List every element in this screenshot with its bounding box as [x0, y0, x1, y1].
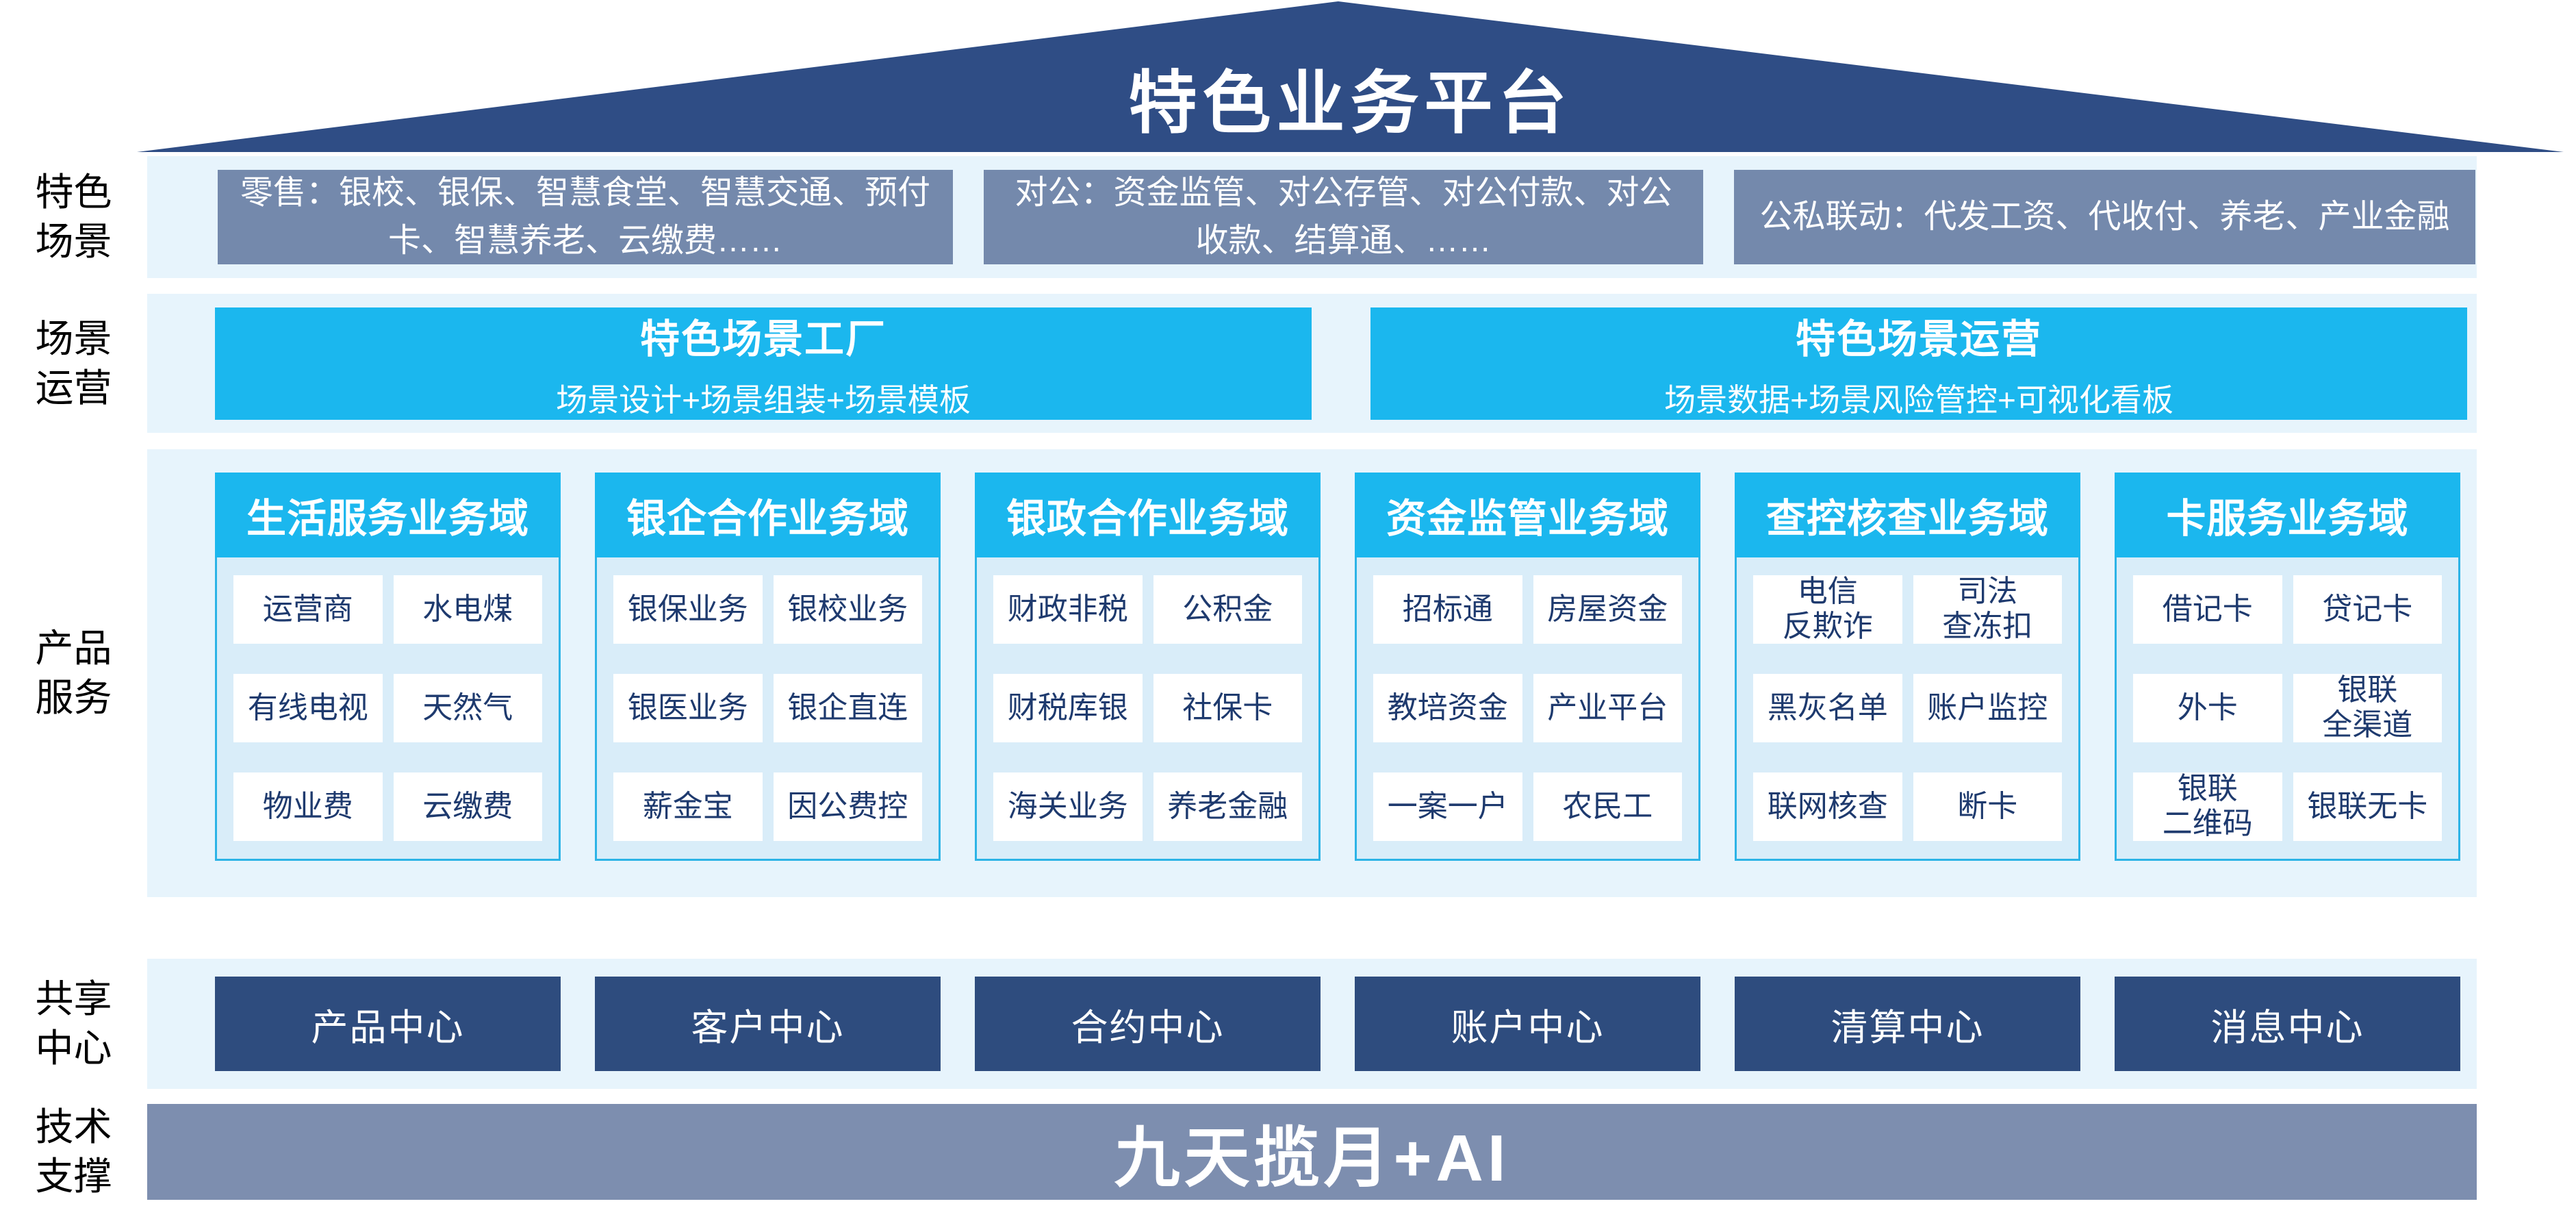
product-item: 云缴费: [393, 772, 542, 841]
roof-banner: 特色业务平台: [137, 1, 2564, 152]
center-box-message: 消息中心: [2115, 977, 2460, 1071]
product-item: 海关业务: [993, 772, 1143, 841]
product-item: 运营商: [233, 575, 383, 644]
product-item: 银企直连: [773, 674, 922, 742]
product-item: 电信 反欺诈: [1753, 575, 1902, 644]
operation-strip: 特色场景工厂 场景设计+场景组装+场景模板 特色场景运营 场景数据+场景风险管控…: [147, 294, 2477, 433]
domain-header: 卡服务业务域: [2115, 473, 2460, 557]
product-item: 联网核查: [1753, 772, 1902, 841]
domain-column-bank-government: 银政合作业务域 财政非税 公积金 财税库银 社保卡 海关业务 养老金融: [975, 473, 1321, 861]
tech-support-bar: 九天揽月+AI: [147, 1104, 2477, 1200]
scene-factory-subtitle: 场景设计+场景组装+场景模板: [556, 381, 971, 418]
shared-centers-strip: 产品中心 客户中心 合约中心 账户中心 清算中心 消息中心: [147, 959, 2477, 1089]
product-item: 断卡: [1913, 772, 2062, 841]
domain-header: 银政合作业务域: [975, 473, 1321, 557]
scene-factory-title: 特色场景工厂: [639, 316, 887, 362]
product-item: 薪金宝: [613, 772, 763, 841]
domain-body: 银保业务 银校业务 银医业务 银企直连 薪金宝 因公费控: [595, 557, 941, 861]
product-item: 银校业务: [773, 575, 922, 644]
product-item: 银保业务: [613, 575, 763, 644]
center-box-clearing: 清算中心: [1735, 977, 2080, 1071]
domain-header: 资金监管业务域: [1355, 473, 1700, 557]
product-item: 因公费控: [773, 772, 922, 841]
product-item: 财政非税: [993, 575, 1143, 644]
product-item: 一案一户: [1373, 772, 1522, 841]
rail-label-operation: 场景 运营: [35, 316, 112, 410]
product-item: 司法 查冻扣: [1913, 575, 2062, 644]
domain-column-fund-supervision: 资金监管业务域 招标通 房屋资金 教培资金 产业平台 一案一户 农民工: [1355, 473, 1700, 861]
scene-box-retail: 零售：银校、银保、智慧食堂、智慧交通、预付卡、智慧养老、云缴费……: [218, 170, 953, 264]
product-item: 产业平台: [1533, 674, 1682, 742]
product-item: 银医业务: [613, 674, 763, 742]
scene-operation-box: 特色场景运营 场景数据+场景风险管控+可视化看板: [1370, 307, 2467, 420]
domain-column-inquiry-control: 查控核查业务域 电信 反欺诈 司法 查冻扣 黑灰名单 账户监控 联网核查 断卡: [1735, 473, 2080, 861]
domain-body: 招标通 房屋资金 教培资金 产业平台 一案一户 农民工: [1355, 557, 1700, 861]
product-item: 账户监控: [1913, 674, 2062, 742]
product-item: 水电煤: [393, 575, 542, 644]
rail-label-shared: 共享 中心: [35, 977, 112, 1070]
product-item: 贷记卡: [2293, 575, 2442, 644]
domain-body: 财政非税 公积金 财税库银 社保卡 海关业务 养老金融: [975, 557, 1321, 861]
product-item: 养老金融: [1153, 772, 1302, 841]
product-item: 农民工: [1533, 772, 1682, 841]
rail-label-products: 产品 服务: [35, 627, 112, 719]
scene-box-corporate: 对公：资金监管、对公存管、对公付款、对公收款、结算通、……: [984, 170, 1703, 264]
domain-header: 生活服务业务域: [215, 473, 561, 557]
domain-column-card-service: 卡服务业务域 借记卡 贷记卡 外卡 银联 全渠道 银联 二维码 银联无卡: [2115, 473, 2460, 861]
product-item: 物业费: [233, 772, 383, 841]
scene-operation-title: 特色场景运营: [1795, 316, 2042, 362]
product-item: 财税库银: [993, 674, 1143, 742]
product-item: 外卡: [2133, 674, 2282, 742]
center-box-product: 产品中心: [215, 977, 561, 1071]
product-item: 黑灰名单: [1753, 674, 1902, 742]
product-item: 天然气: [393, 674, 542, 742]
domain-column-bank-enterprise: 银企合作业务域 银保业务 银校业务 银医业务 银企直连 薪金宝 因公费控: [595, 473, 941, 861]
product-item: 公积金: [1153, 575, 1302, 644]
platform-title: 特色业务平台: [1128, 64, 1572, 142]
product-item: 招标通: [1373, 575, 1522, 644]
product-item: 有线电视: [233, 674, 383, 742]
scene-operation-subtitle: 场景数据+场景风险管控+可视化看板: [1664, 381, 2173, 418]
domain-column-life-service: 生活服务业务域 运营商 水电煤 有线电视 天然气 物业费 云缴费: [215, 473, 561, 861]
scene-box-linkage: 公私联动：代发工资、代收付、养老、产业金融: [1734, 170, 2475, 264]
domain-body: 借记卡 贷记卡 外卡 银联 全渠道 银联 二维码 银联无卡: [2115, 557, 2460, 861]
domain-header: 查控核查业务域: [1735, 473, 2080, 557]
product-item: 社保卡: [1153, 674, 1302, 742]
product-item: 房屋资金: [1533, 575, 1682, 644]
center-box-customer: 客户中心: [595, 977, 941, 1071]
domain-body: 电信 反欺诈 司法 查冻扣 黑灰名单 账户监控 联网核查 断卡: [1735, 557, 2080, 861]
center-box-contract: 合约中心: [975, 977, 1321, 1071]
product-item: 银联无卡: [2293, 772, 2442, 841]
domain-header: 银企合作业务域: [595, 473, 941, 557]
rail-label-tech: 技术 支撑: [35, 1105, 112, 1198]
product-item: 教培资金: [1373, 674, 1522, 742]
scene-factory-box: 特色场景工厂 场景设计+场景组装+场景模板: [215, 307, 1312, 420]
scenes-strip: 零售：银校、银保、智慧食堂、智慧交通、预付卡、智慧养老、云缴费…… 对公：资金监…: [147, 156, 2477, 278]
product-item: 银联 二维码: [2133, 772, 2282, 841]
domain-body: 运营商 水电煤 有线电视 天然气 物业费 云缴费: [215, 557, 561, 861]
rail-label-scenes: 特色 场景: [35, 171, 112, 263]
center-box-account: 账户中心: [1355, 977, 1700, 1071]
product-item: 借记卡: [2133, 575, 2282, 644]
products-strip: 生活服务业务域 运营商 水电煤 有线电视 天然气 物业费 云缴费 银企合作业务域…: [147, 449, 2477, 897]
product-item: 银联 全渠道: [2293, 673, 2442, 742]
